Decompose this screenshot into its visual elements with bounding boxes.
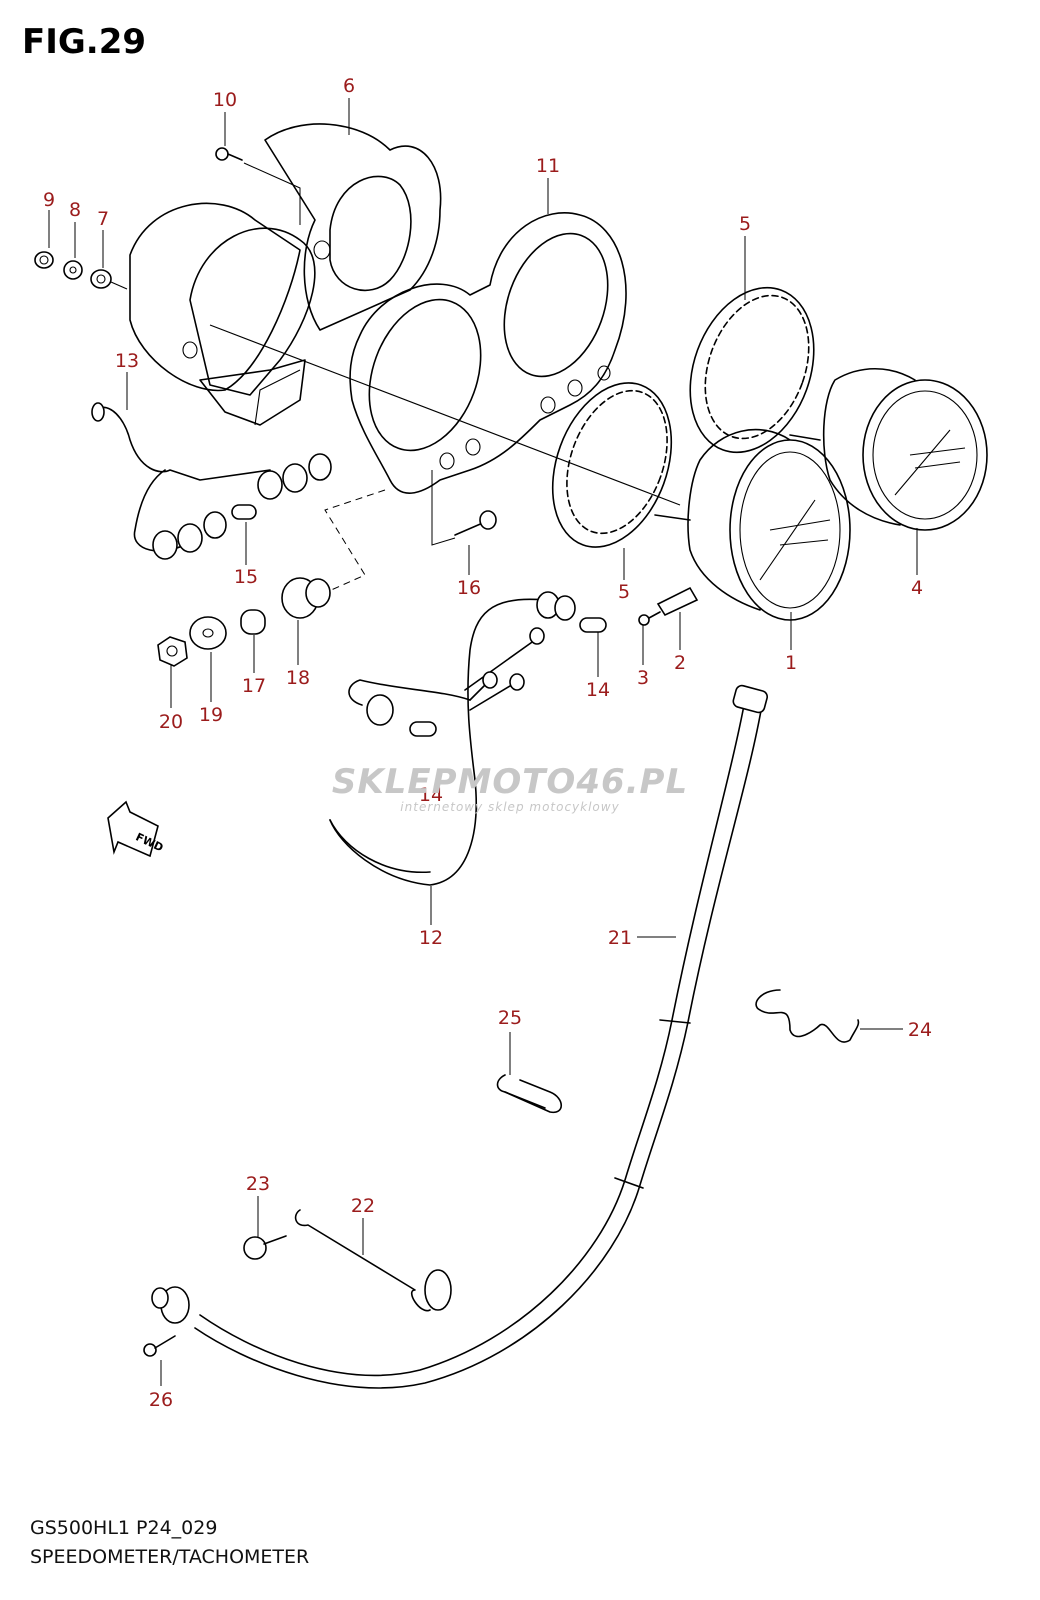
part-2-socket (656, 586, 699, 617)
watermark: SKLEPMOTO46.PL internetowy sklep motocyk… (330, 764, 690, 814)
callout-7: 7 (97, 208, 109, 230)
callout-labels: 1 2 3 4 5 5 6 7 8 9 10 11 12 13 14 14 15… (43, 75, 932, 1411)
assembly-axis-line (209, 324, 681, 506)
callout-leaders (48, 98, 918, 1386)
part-21-speedometer-cable (151, 684, 769, 1389)
figure-footer: GS500HL1 P24_029 SPEEDOMETER/TACHOMETER (30, 1514, 309, 1572)
callout-11: 11 (536, 155, 560, 177)
callout-19: 19 (199, 704, 223, 726)
callout-25: 25 (498, 1007, 522, 1029)
figure-title: FIG.29 (22, 22, 147, 62)
part-18-grommet (281, 577, 331, 619)
callout-2: 2 (674, 652, 686, 674)
part-24-clip (755, 989, 860, 1043)
callout-14b: 14 (419, 784, 443, 806)
callout-22: 22 (351, 1195, 375, 1217)
callout-24: 24 (908, 1019, 932, 1041)
part-26-screw (143, 1335, 176, 1357)
callout-3: 3 (637, 667, 649, 689)
callout-5b: 5 (618, 581, 630, 603)
callout-4: 4 (911, 577, 923, 599)
part-3-screw (638, 611, 661, 626)
part-22-clip (294, 1209, 452, 1312)
fwd-direction-marker: FWD (107, 800, 165, 858)
part-20-nut (157, 636, 188, 667)
part-5-ring-b (689, 286, 815, 454)
callout-26: 26 (149, 1389, 173, 1411)
callout-23: 23 (246, 1173, 270, 1195)
callout-18: 18 (286, 667, 310, 689)
part-4-tachometer (789, 367, 988, 531)
callout-8: 8 (69, 199, 81, 221)
part-5-ring-a (551, 382, 673, 548)
part-25-clamp (496, 1074, 563, 1114)
callout-1: 1 (785, 652, 797, 674)
callout-9: 9 (43, 189, 55, 211)
part-19-washer (189, 616, 227, 650)
part-15-bulb (231, 504, 257, 520)
part-7-cushion (90, 269, 128, 290)
part-1-speedometer (654, 428, 851, 621)
callout-17: 17 (242, 675, 266, 697)
part-23-bolt (243, 1235, 287, 1260)
part-9-nut (34, 251, 54, 269)
callout-15: 15 (234, 566, 258, 588)
callout-12: 12 (419, 927, 443, 949)
watermark-tagline: internetowy sklep motocyklowy (400, 800, 620, 814)
part-14-bulb-a (579, 617, 607, 633)
model-code: GS500HL1 P24_029 (30, 1517, 218, 1539)
part-12-harness (329, 591, 576, 886)
callout-16: 16 (457, 577, 481, 599)
callout-21: 21 (608, 927, 632, 949)
callout-6: 6 (343, 75, 355, 97)
figure-caption: SPEEDOMETER/TACHOMETER (30, 1546, 310, 1568)
callout-10: 10 (213, 89, 237, 111)
callout-14a: 14 (586, 679, 610, 701)
part-8-washer (63, 260, 83, 280)
callout-20: 20 (159, 711, 183, 733)
part-14-bulb-b (409, 721, 437, 737)
callout-5a: 5 (739, 213, 751, 235)
watermark-brand: SKLEPMOTO46.PL (331, 762, 689, 802)
callout-13: 13 (115, 350, 139, 372)
part-11-meter-panel (349, 212, 627, 494)
part-10-screw (215, 147, 301, 225)
part-17-collar (240, 609, 266, 635)
assembly-dash-line (319, 489, 386, 596)
part-6-lower-case (129, 123, 442, 426)
part-13-lamp-harness (91, 402, 332, 560)
part-16-screw (431, 470, 497, 546)
